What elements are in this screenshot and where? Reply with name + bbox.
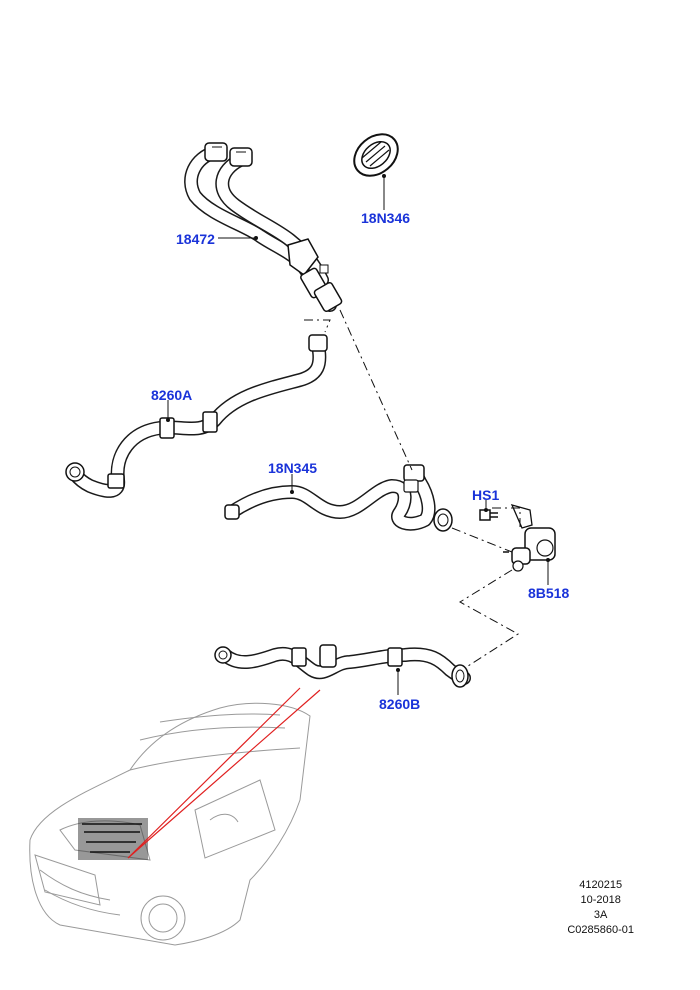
drawing-revision: 3A [593,909,608,921]
pump-8B518 [503,504,556,572]
hose-8260B [214,644,471,688]
callout-HS1: HS1 [472,487,500,503]
vehicle-locator-sketch [29,687,321,946]
drawing-date: 10-2018 [580,894,621,906]
bolt-HS1 [479,509,498,521]
hose-8260A [65,334,328,498]
hose-18N345 [224,464,453,532]
callout-8260B: 8260B [379,696,421,712]
drawing-code: C0285860-01 [567,924,634,936]
hose-18472 [184,142,343,313]
assembly-lines [304,309,521,667]
gasket-18N346 [353,133,399,177]
callout-8B518: 8B518 [528,585,570,601]
engine-highlight [78,818,148,860]
drawing-reference-block: 4120215 10-2018 3A C0285860-01 [567,878,634,938]
drawing-number: 4120215 [579,879,623,891]
callout-18N346: 18N346 [361,210,411,226]
callout-18N345: 18N345 [268,460,318,476]
callout-18472: 18472 [176,231,215,247]
leader-lines [166,174,550,695]
callout-8260A: 8260A [151,387,193,403]
